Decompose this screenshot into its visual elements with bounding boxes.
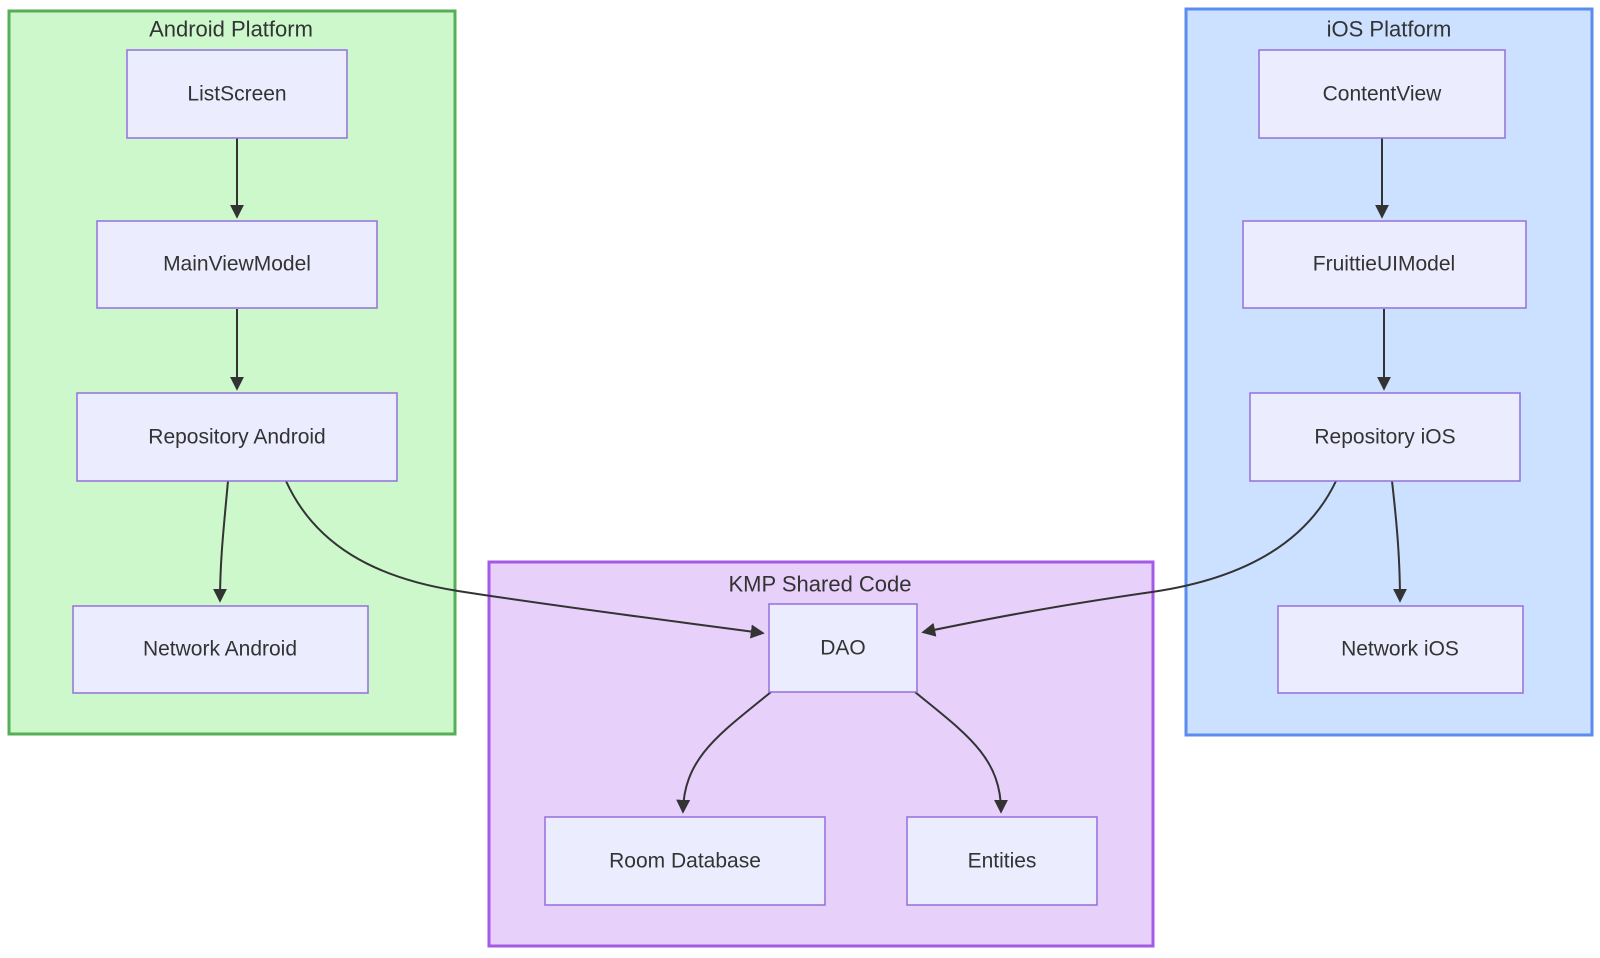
node-contentview	[1258, 49, 1506, 139]
edge-dao-to-entities	[914, 691, 1008, 814]
kmp-shared-code-title: KMP Shared Code	[728, 572, 911, 597]
edge-dao-to-room-database	[676, 691, 772, 814]
node-contentview-label: ContentView	[1323, 83, 1443, 106]
node-network-android-label: Network Android	[143, 638, 297, 661]
ios-platform-title: iOS Platform	[1327, 17, 1452, 42]
node-entities	[906, 816, 1098, 906]
node-mainviewmodel-label: MainViewModel	[163, 253, 311, 276]
edge-repository-android-to-dao	[285, 480, 765, 639]
edge-repository-ios-to-network-ios	[1391, 480, 1407, 603]
node-repository-android-label: Repository Android	[148, 426, 325, 449]
node-network-android	[72, 605, 369, 694]
node-repository-ios	[1249, 392, 1521, 482]
node-fruittieuimodel-label: FruittieUIModel	[1313, 253, 1455, 276]
node-repository-ios-label: Repository iOS	[1314, 426, 1455, 449]
node-repository-android	[76, 392, 398, 482]
node-room-database	[544, 816, 826, 906]
node-listscreen-label: ListScreen	[187, 83, 286, 106]
node-room-database-label: Room Database	[609, 850, 761, 873]
node-dao-label: DAO	[820, 637, 866, 660]
node-network-ios	[1277, 605, 1524, 694]
node-network-ios-label: Network iOS	[1341, 638, 1459, 661]
edge-repository-ios-to-dao	[921, 480, 1337, 637]
node-entities-label: Entities	[968, 850, 1037, 873]
node-fruittieuimodel	[1242, 220, 1527, 309]
node-listscreen	[126, 49, 348, 139]
android-platform-title: Android Platform	[149, 17, 313, 42]
edge-repository-android-to-network-android	[213, 480, 229, 603]
node-dao	[768, 603, 918, 693]
node-mainviewmodel	[96, 220, 378, 309]
